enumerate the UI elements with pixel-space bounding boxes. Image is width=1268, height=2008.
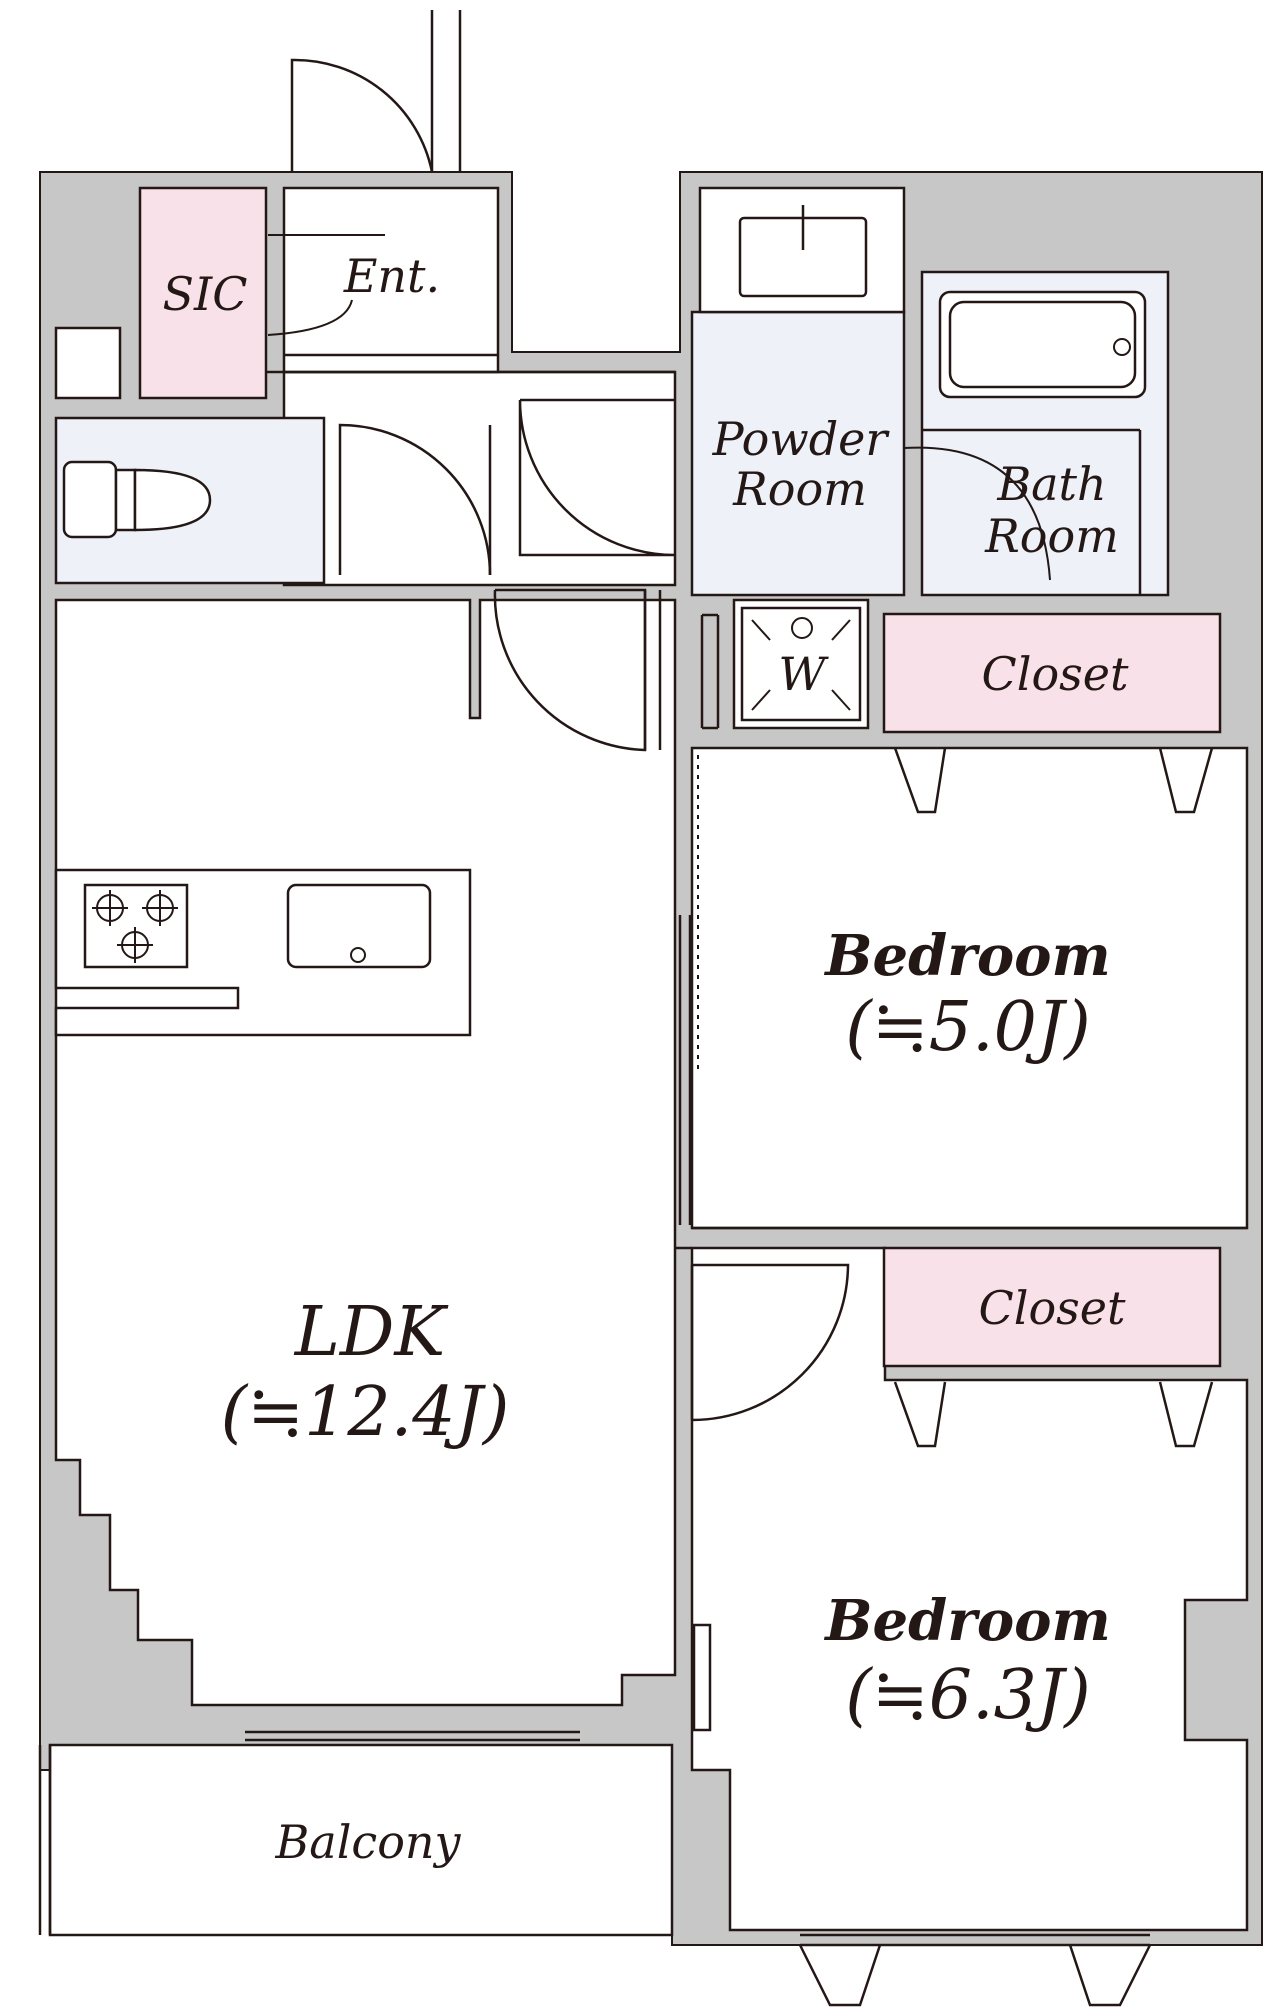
washer-icon: [740, 606, 862, 722]
bedroom-upper-size: (≒5.0J): [845, 988, 1090, 1067]
sic-label: SIC: [163, 267, 248, 321]
ldk-size: (≒12.4J): [221, 1373, 510, 1452]
bedroom-lower-area: [690, 1246, 1249, 1932]
washer-label: W: [778, 647, 829, 701]
doors: [267, 10, 1214, 2007]
vanity-sink-icon: [738, 205, 868, 298]
entrance-area: [282, 186, 500, 374]
toilet-icon: [62, 460, 212, 539]
bathtub-icon: [938, 290, 1147, 399]
interior-lines: [38, 353, 1247, 1947]
hall-area: [282, 370, 677, 587]
ldk-area: [54, 598, 677, 1707]
bedroom-lower-name: Bedroom: [823, 1588, 1111, 1654]
kitchen-sink-icon: [286, 883, 432, 969]
bath-room-label-line2: Room: [984, 509, 1119, 563]
closet-lower-label: Closet: [979, 1281, 1126, 1335]
bedroom-lower-size: (≒6.3J): [845, 1656, 1090, 1735]
storage-square: [54, 326, 122, 400]
room-labels: SIC Ent. Powder Room Bath Room W Closet …: [163, 249, 1129, 1869]
ldk-name: LDK: [293, 1293, 450, 1372]
powder-room-label-line2: Room: [732, 462, 867, 516]
bath-room-label-line1: Bath: [996, 457, 1106, 511]
closet-upper-area: [882, 612, 1222, 734]
powder-room: [690, 310, 906, 597]
balcony-label: Balcony: [274, 1815, 461, 1869]
sic-room: [138, 186, 268, 400]
kitchen-counter: [54, 868, 472, 1037]
entrance-label: Ent.: [343, 249, 440, 303]
closet-lower-area: [882, 1246, 1222, 1368]
balcony-area: [48, 1743, 674, 1937]
bedroom-upper-area: [690, 746, 1249, 1230]
bedroom-upper-name: Bedroom: [823, 923, 1111, 989]
storage-areas: [138, 186, 1222, 1368]
powder-room-label-line1: Powder: [712, 412, 891, 466]
closet-upper-label: Closet: [982, 647, 1129, 701]
